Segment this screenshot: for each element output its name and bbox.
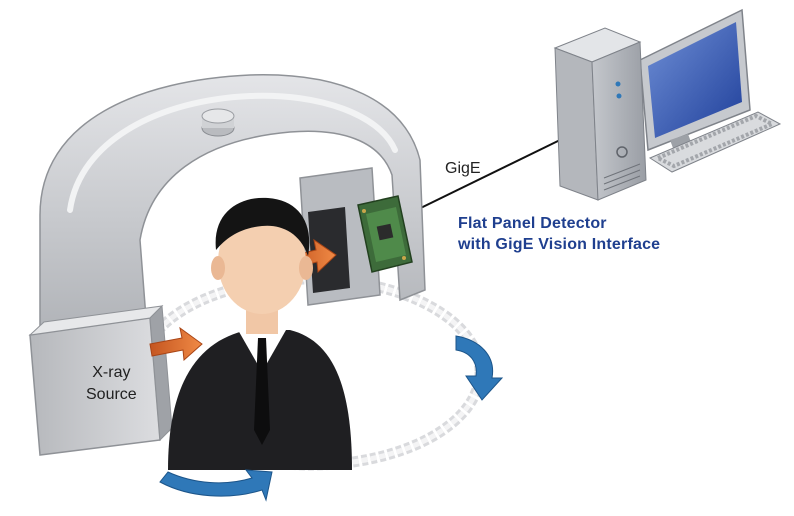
xray-label-line2: Source bbox=[86, 386, 137, 403]
xray-source-label: X-ray Source bbox=[86, 362, 137, 406]
fpd-label-line2: with GigE Vision Interface bbox=[458, 236, 661, 253]
patient-figure bbox=[168, 197, 352, 470]
fpd-label-line1: Flat Panel Detector bbox=[458, 215, 607, 232]
gige-label: GigE bbox=[445, 160, 481, 177]
desktop-computer bbox=[553, 8, 782, 201]
flat-panel-detector bbox=[357, 195, 413, 273]
rotation-arrow-right bbox=[455, 335, 504, 401]
xray-beam-arrow-lower bbox=[149, 326, 203, 362]
xray-label-line1: X-ray bbox=[92, 364, 131, 381]
rotation-arrow-bottom bbox=[159, 469, 273, 502]
flat-panel-detector-label: Flat Panel Detector with GigE Vision Int… bbox=[458, 213, 660, 255]
